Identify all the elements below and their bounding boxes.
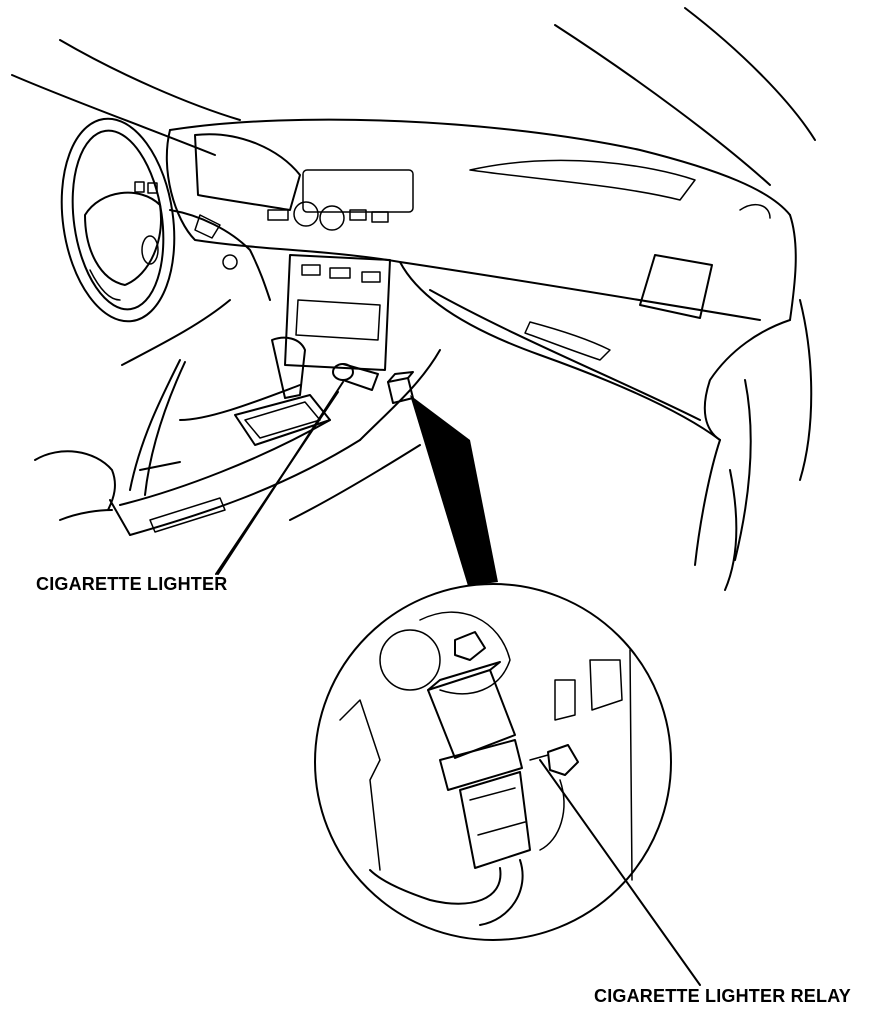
cigarette-lighter-label: CIGARETTE LIGHTER bbox=[36, 574, 228, 594]
cigarette-lighter-part bbox=[332, 363, 379, 391]
dashboard-body bbox=[165, 118, 797, 441]
cigarette-lighter-relay-part bbox=[387, 371, 414, 404]
relay-detail-circle bbox=[314, 583, 672, 941]
leader-lines bbox=[215, 381, 701, 986]
windshield-lines bbox=[11, 7, 816, 186]
zoom-connector bbox=[410, 395, 498, 586]
steering-wheel bbox=[60, 117, 271, 323]
cigarette-lighter-relay-label: CIGARETTE LIGHTER RELAY bbox=[594, 986, 851, 1006]
